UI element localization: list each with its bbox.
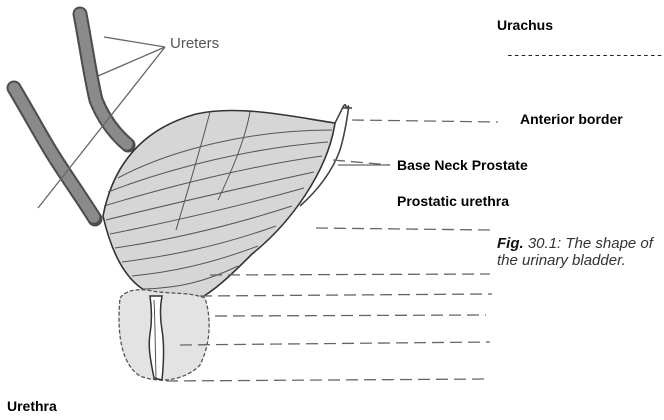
urachus-dashes: ------------------------: [506, 48, 664, 63]
figure-caption: Fig. 30.1: The shape of the urinary blad…: [497, 235, 662, 269]
prostate: [119, 290, 209, 380]
figure-number: Fig.: [497, 235, 524, 252]
urethra-label: Urethra: [7, 398, 57, 414]
base-neck-prostate-label: Base Neck Prostate: [397, 157, 528, 173]
bladder-body: [103, 110, 335, 299]
prostatic-urethra-label: Prostatic urethra: [397, 193, 509, 209]
ureters-label: Ureters: [170, 35, 219, 52]
urachus-label: Urachus: [497, 17, 553, 33]
anterior-border-label: Anterior border: [520, 111, 623, 127]
left-ureter: [14, 88, 95, 219]
